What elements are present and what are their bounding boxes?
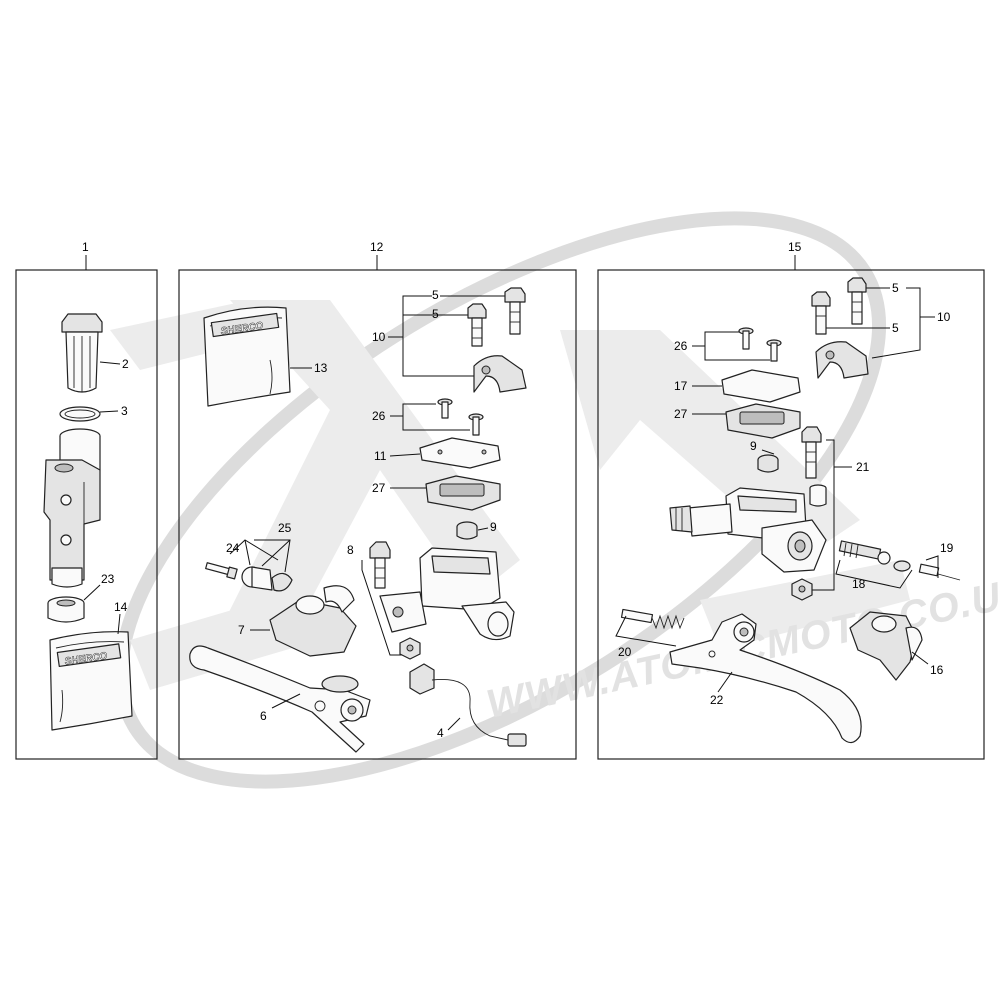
callout-bracket-26-right: 26 xyxy=(674,331,770,361)
part-5-bolt-short xyxy=(467,303,487,347)
part-9-cap-left: 9 xyxy=(456,520,497,540)
callout-bracket-24-25: 24 25 xyxy=(226,521,292,573)
part-27-diaphragm-left: 27 xyxy=(372,475,501,511)
callout-9-left: 9 xyxy=(490,520,497,534)
part-14-pouch: SHERCO 14 xyxy=(49,600,133,731)
part-26-screw-right-b xyxy=(766,339,782,362)
part-2-reservoir-cap: 2 xyxy=(61,313,129,393)
callout-17: 17 xyxy=(674,379,688,393)
part-18-adjuster xyxy=(838,540,911,572)
callout-14: 14 xyxy=(114,600,128,614)
part-10-clamp-left xyxy=(473,355,527,393)
callout-10-right: 10 xyxy=(937,310,951,324)
callout-24: 24 xyxy=(226,541,240,555)
callout-26-right: 26 xyxy=(674,339,688,353)
part-7-lever-bracket: 7 xyxy=(238,585,357,657)
watermark-logo: WWW.ATOMICMOTO.CO.UK xyxy=(110,211,1000,789)
part-27-diaphragm-right: 27 xyxy=(674,403,801,439)
callout-27-right: 27 xyxy=(674,407,688,421)
part-26-screw-right-a xyxy=(738,327,754,350)
callout-5-left-lower: 5 xyxy=(432,307,439,321)
callout-bracket-18: 18 xyxy=(835,559,913,591)
callout-21: 21 xyxy=(856,460,870,474)
callout-18: 18 xyxy=(852,577,866,591)
part-19-pin: 19 xyxy=(918,541,961,581)
part-25-boot xyxy=(241,566,293,592)
callout-6: 6 xyxy=(260,709,267,723)
part-24-pin xyxy=(205,562,238,580)
callout-bracket-10-right: 5 5 10 xyxy=(826,281,951,359)
part-clutch-master-cylinder xyxy=(669,487,827,573)
callout-3: 3 xyxy=(121,404,128,418)
part-26-screw-left-b xyxy=(468,413,484,436)
part-front-master-cylinder xyxy=(379,547,515,641)
part-5-bolt-right-b xyxy=(847,277,867,325)
callout-26-left: 26 xyxy=(372,409,386,423)
part-21-bolt-spacer: 21 xyxy=(801,426,870,591)
callout-bracket-10-left: 10 5 5 xyxy=(372,288,507,377)
callout-20: 20 xyxy=(618,645,632,659)
callout-8: 8 xyxy=(347,543,354,557)
part-4-brake-switch: 4 xyxy=(409,663,527,747)
callout-13: 13 xyxy=(314,361,328,375)
callout-5-left-upper: 5 xyxy=(432,288,439,302)
part-20-spring: 20 xyxy=(615,608,685,659)
part-5-bolt-long xyxy=(504,287,526,335)
group-box-15: 15 xyxy=(597,240,985,760)
part-3-o-ring: 3 xyxy=(59,404,128,422)
group-box-12: 12 xyxy=(178,240,577,760)
part-9-cap-right: 9 xyxy=(750,439,779,473)
callout-7: 7 xyxy=(238,623,245,637)
callout-4: 4 xyxy=(437,726,444,740)
group-label-12: 12 xyxy=(370,240,384,254)
part-10-clamp-right xyxy=(815,341,869,379)
part-8-bolt: 8 xyxy=(347,541,408,656)
part-6-brake-lever: 6 xyxy=(189,645,371,753)
part-17-reservoir-cover: 17 xyxy=(674,369,801,403)
part-nut-left xyxy=(399,637,421,660)
part-11-reservoir-cover: 11 xyxy=(374,437,501,469)
callout-19: 19 xyxy=(940,541,954,555)
part-nut-right xyxy=(791,578,813,601)
callout-2: 2 xyxy=(122,357,129,371)
callout-23: 23 xyxy=(101,572,115,586)
group-box-1: 1 xyxy=(15,240,158,760)
part-5-bolt-right-a xyxy=(811,291,831,335)
part-23-bushing: 23 xyxy=(47,572,115,623)
callout-11: 11 xyxy=(374,449,387,463)
callout-5-right-lower: 5 xyxy=(892,321,899,335)
callout-27-left: 27 xyxy=(372,481,386,495)
callout-16: 16 xyxy=(930,663,944,677)
part-26-screw-left-a xyxy=(437,398,453,419)
callout-22: 22 xyxy=(710,693,724,707)
part-16-lever-bracket: 16 xyxy=(849,611,944,681)
part-master-cylinder-body xyxy=(43,428,101,588)
callout-10-left: 10 xyxy=(372,330,386,344)
group-label-1: 1 xyxy=(82,240,89,254)
callout-25: 25 xyxy=(278,521,292,535)
callout-9-right: 9 xyxy=(750,439,757,453)
callout-bracket-26-left: 26 xyxy=(372,403,470,431)
group-label-15: 15 xyxy=(788,240,802,254)
callout-5-right-upper: 5 xyxy=(892,281,899,295)
part-13-pouch: SHERCO 13 xyxy=(203,306,328,407)
part-22-clutch-lever: 22 xyxy=(669,613,862,744)
